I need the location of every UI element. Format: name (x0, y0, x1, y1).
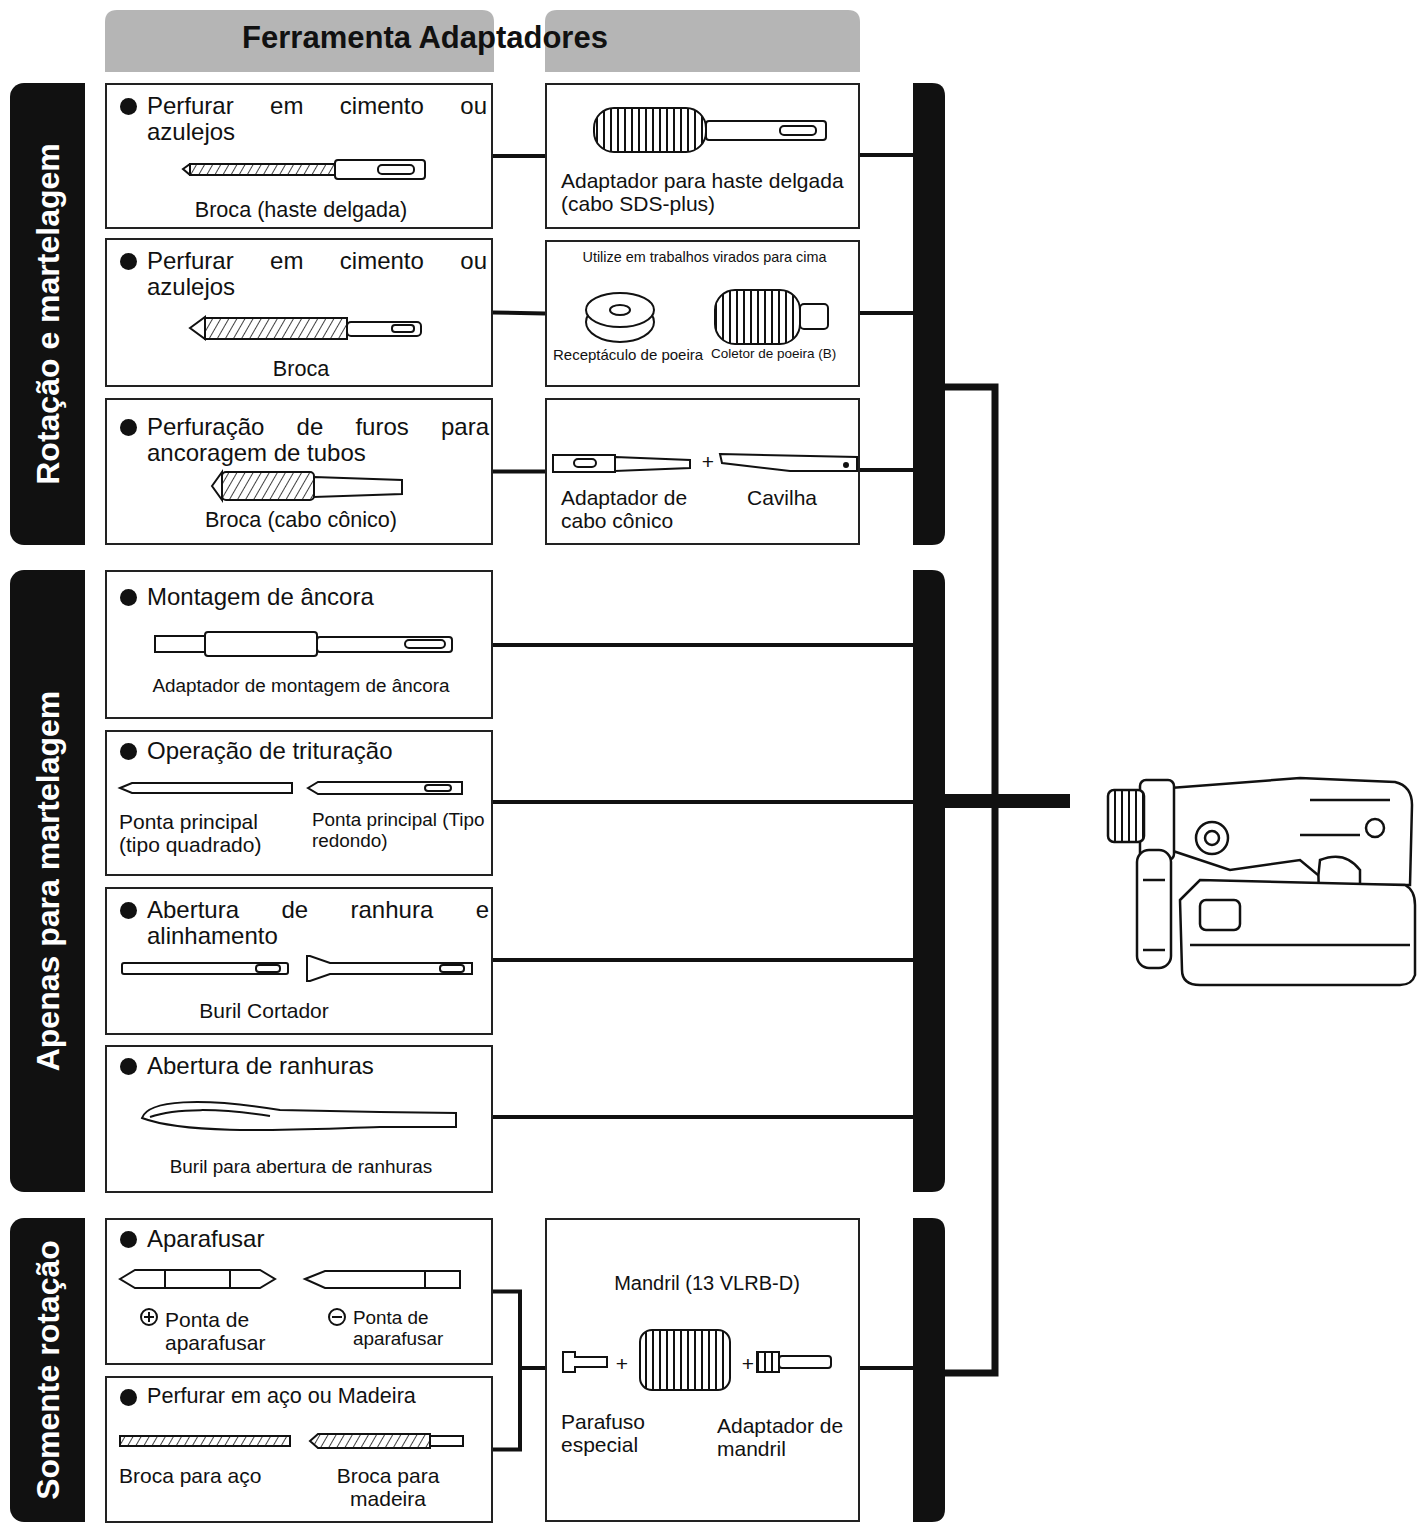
box-text: Aparafusar (147, 1226, 487, 1252)
connector-line (493, 1292, 545, 1369)
connector-line (493, 1368, 545, 1450)
part-label: Ponta principal (Tipo redondo) (312, 810, 492, 852)
tool-box: Perfurar em cimento ou azulejosBroca (ha… (105, 83, 493, 229)
band-label: Somente rotação (29, 1240, 66, 1500)
mode-band: Rotação e martelagem (10, 83, 85, 545)
box-text: Perfurar em aço ou Madeira (147, 1384, 492, 1408)
part-label: Coletor de poeira (B) (711, 346, 859, 362)
connector-line (493, 313, 545, 314)
part-label: Buril para abertura de ranhuras (107, 1157, 495, 1178)
bracket-lines (493, 155, 913, 1368)
diagram-title: Ferramenta Adaptadores (105, 20, 745, 56)
band-label: Rotação e martelagem (29, 143, 66, 484)
bullet-dot (120, 1058, 137, 1075)
part-label: Ponta principal (tipo quadrado) (119, 810, 304, 856)
tool-box: Montagem de âncoraAdaptador de montagem … (105, 570, 493, 719)
part-label: + (612, 1352, 632, 1375)
box-text: Adaptador de cabo cônico (561, 486, 721, 532)
tool-box: Adaptador de cabo cônico + Cavilha (545, 398, 860, 545)
bracket-trunk (945, 387, 1070, 1373)
mode-band: Somente rotação (10, 1218, 85, 1522)
box-text: Montagem de âncora (147, 584, 487, 610)
bullet-dot (120, 419, 137, 436)
bullet-dot (120, 253, 137, 270)
tool-box: Adaptador para haste delgada (cabo SDS-p… (545, 83, 860, 229)
tool-drawings (120, 108, 857, 1448)
box-text: Perfurar em cimento ou azulejos (147, 93, 487, 146)
part-label: Adaptador de mandril (717, 1414, 857, 1460)
bullet-dot (120, 902, 137, 919)
part-label: Ponta de aparafusar (165, 1308, 315, 1354)
box-text: Abertura de ranhuras (147, 1053, 489, 1079)
bullet-dot (120, 1389, 137, 1406)
mode-band: Apenas para martelagem (10, 570, 85, 1192)
bullet-dot (120, 1231, 137, 1248)
box-text: Utilize em trabalhos virados para cima (547, 249, 862, 266)
tool-box: Perfurar em cimento ou azulejosBroca (105, 238, 493, 387)
bullet-dot (120, 743, 137, 760)
box-text: Adaptador para haste delgada (cabo SDS-p… (561, 169, 853, 215)
part-label: Adaptador de montagem de âncora (107, 676, 495, 697)
part-label: Broca (cabo cônico) (107, 508, 495, 532)
box-text: Perfurar em cimento ou azulejos (147, 248, 487, 301)
part-label: Ponta de aparafusar (353, 1308, 493, 1350)
bracket (913, 83, 945, 1522)
part-label: Parafuso especial (561, 1410, 681, 1456)
tool-box: Abertura de ranhurasBuril para abertura … (105, 1045, 493, 1193)
tool-box: Mandril (13 VLRB-D) + + Parafuso especial Ad… (545, 1218, 860, 1522)
part-label: Broca (107, 357, 495, 381)
connector-line (493, 470, 545, 474)
tool-box: Operação de trituraçãoPonta principal (t… (105, 730, 493, 876)
box-text: Abertura de ranhura e alinhamento (147, 897, 489, 950)
tool-box: Perfurar em aço ou MadeiraBroca para aço… (105, 1376, 493, 1523)
connector-line (493, 154, 545, 158)
tool-box: Utilize em trabalhos virados para cimaRe… (545, 240, 860, 387)
part-label: + (697, 450, 719, 473)
part-label: Broca (haste delgada) (107, 198, 495, 222)
box-text: Operação de trituração (147, 738, 487, 764)
tool-box: AparafusarPonta de aparafusar Ponta de ap… (105, 1218, 493, 1365)
tool-box: Perfuração de furos para ancoragem de tu… (105, 398, 493, 545)
tool-box: Abertura de ranhura e alinhamentoBuril C… (105, 887, 493, 1035)
part-label: Cavilha (747, 486, 857, 509)
box-text: Perfuração de furos para ancoragem de tu… (147, 414, 489, 467)
box-text: Mandril (13 VLRB-D) (607, 1272, 807, 1294)
part-label: Buril Cortador (107, 999, 421, 1022)
rotary-hammer (1108, 778, 1415, 985)
part-label: Broca para aço (119, 1464, 299, 1487)
bullet-dot (120, 98, 137, 115)
bullet-dot (120, 589, 137, 606)
part-label: + (738, 1352, 758, 1375)
band-label: Apenas para martelagem (29, 691, 66, 1072)
part-label: Broca para madeira (303, 1464, 473, 1510)
part-label: Receptáculo de poeira (553, 346, 711, 363)
